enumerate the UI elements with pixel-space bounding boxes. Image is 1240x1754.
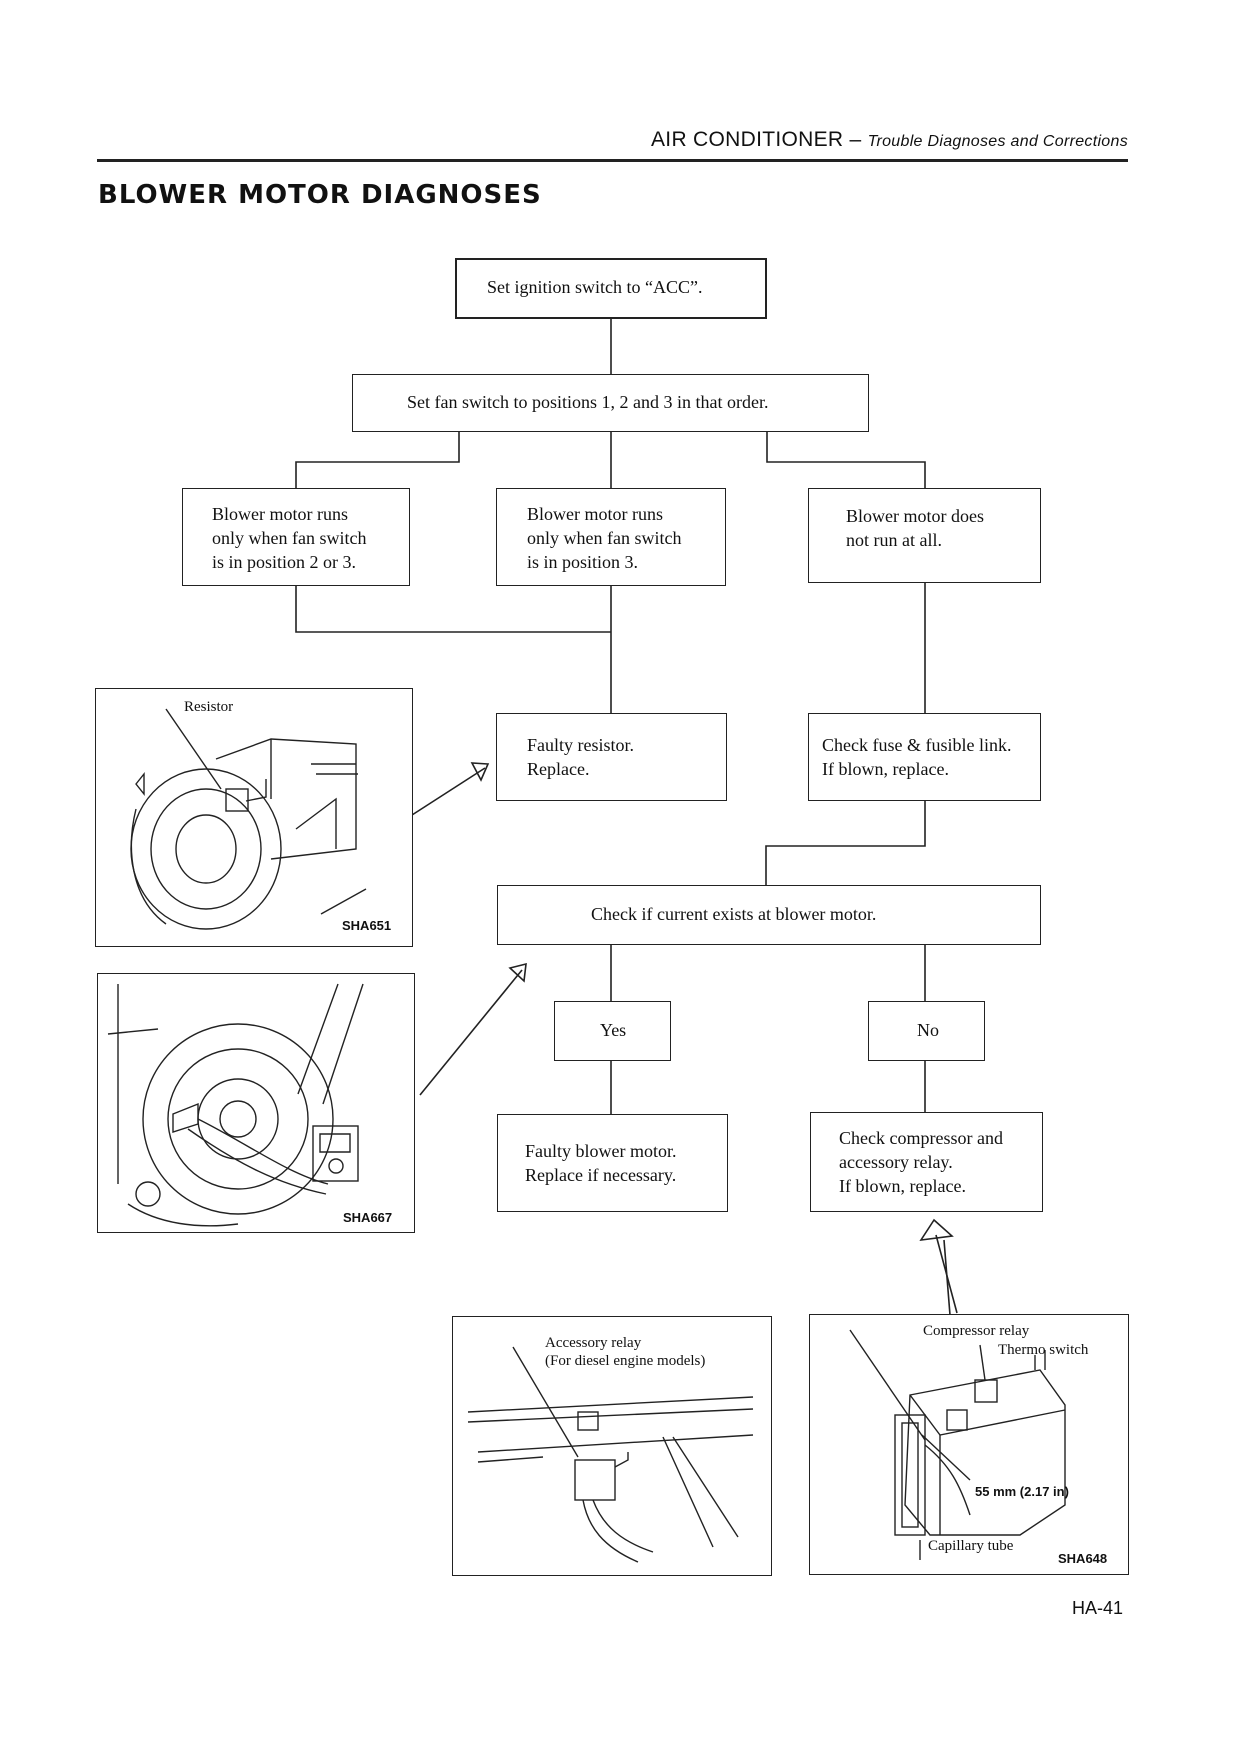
accessory-relay-illustration	[467, 1346, 754, 1563]
step-set-ignition-acc: Set ignition switch to “ACC”.	[455, 258, 767, 319]
figure-blower-motor-test: SHA667	[97, 973, 415, 1233]
blower-resistor-illustration	[130, 708, 367, 930]
step-check-current: Check if current exists at blower motor.	[497, 885, 1041, 945]
label-resistor: Resistor	[184, 699, 234, 715]
result-faulty-resistor: Faulty resistor. Replace.	[496, 713, 727, 801]
page-title: BLOWER MOTOR DIAGNOSES	[98, 180, 542, 210]
figure-code-sha651: SHA651	[342, 918, 392, 933]
case-runs-position-2-or-3: Blower motor runs only when fan switch i…	[182, 488, 410, 586]
figure-compressor-relay: Compressor relay Thermo switch 55 mm (2.…	[809, 1314, 1129, 1575]
header-subtitle: Trouble Diagnoses and Corrections	[867, 133, 1128, 150]
page-number: HA-41	[1072, 1598, 1124, 1618]
case-runs-position-3: Blower motor runs only when fan switch i…	[496, 488, 726, 586]
running-header: AIR CONDITIONER – Trouble Diagnoses and …	[651, 128, 1128, 152]
branch-no: No	[868, 1001, 985, 1061]
case-not-run-at-all: Blower motor does not run at all.	[808, 488, 1041, 583]
figure-accessory-relay: Accessory relay (For diesel engine model…	[452, 1316, 772, 1576]
step-check-compressor-relay: Check compressor and accessory relay. If…	[810, 1112, 1043, 1212]
header-rule	[97, 159, 1128, 162]
figure-code-sha648: SHA648	[1058, 1551, 1108, 1566]
step-set-fan-switch: Set fan switch to positions 1, 2 and 3 i…	[352, 374, 869, 432]
result-faulty-blower-motor: Faulty blower motor. Replace if necessar…	[497, 1114, 728, 1212]
step-check-fuse: Check fuse & fusible link. If blown, rep…	[808, 713, 1041, 801]
label-accessory-relay: Accessory relay (For diesel engine model…	[545, 1335, 706, 1369]
figure-code-sha667: SHA667	[343, 1210, 393, 1225]
compressor-relay-thermo-illustration	[849, 1329, 1066, 1560]
label-thermo-switch: Thermo switch	[998, 1342, 1089, 1358]
figure-resistor: Resistor SHA651	[95, 688, 413, 947]
label-compressor-relay: Compressor relay	[923, 1323, 1030, 1339]
label-dimension: 55 mm (2.17 in)	[975, 1484, 1069, 1499]
label-capillary-tube: Capillary tube	[928, 1538, 1014, 1554]
blower-motor-tester-illustration	[107, 983, 364, 1227]
header-section: AIR CONDITIONER	[651, 128, 844, 151]
header-separator: –	[843, 128, 868, 151]
branch-yes: Yes	[554, 1001, 671, 1061]
